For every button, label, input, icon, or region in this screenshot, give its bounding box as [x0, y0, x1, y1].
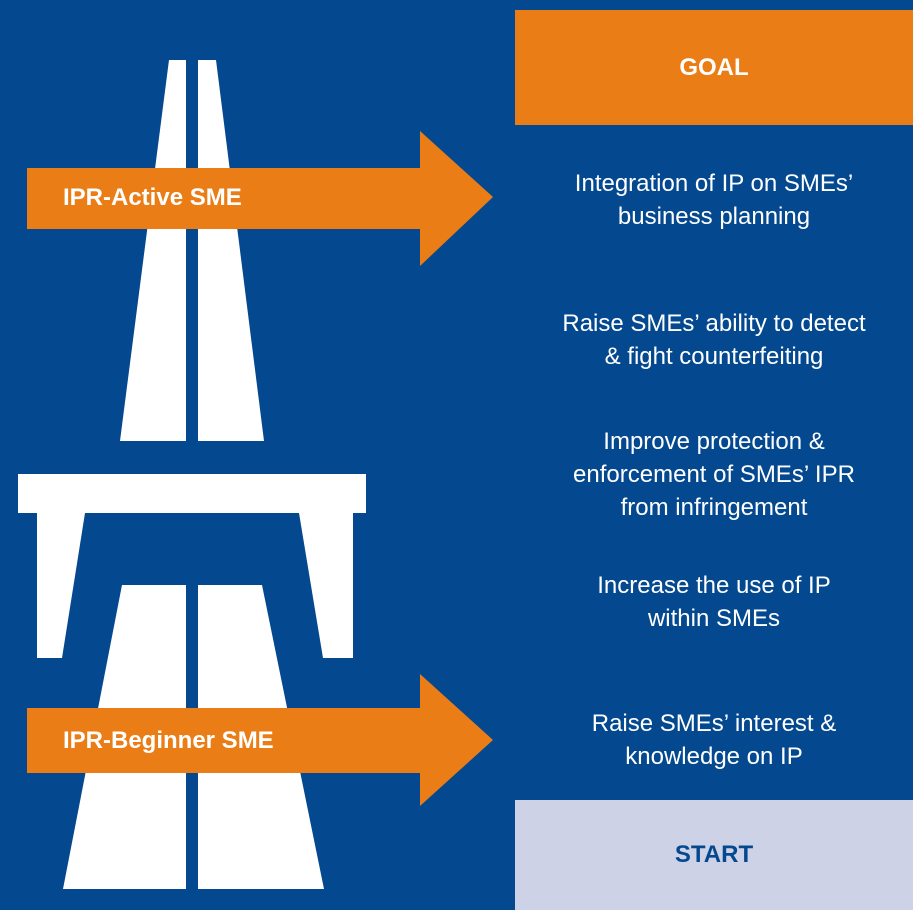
- step-counterfeiting: Raise SMEs’ ability to detect & fight co…: [562, 310, 866, 370]
- ipr-beginner-arrow: [27, 674, 493, 806]
- step-raise-interest: Raise SMEs’ interest & knowledge on IP: [591, 710, 837, 770]
- ipr-active-label: IPR-Active SME: [63, 184, 242, 211]
- step-enforcement: Improve protection & enforcement of SMEs…: [573, 428, 855, 521]
- upper-road-right-lane: [198, 60, 264, 441]
- step-increase-use: Increase the use of IP within SMEs: [597, 572, 831, 632]
- upper-road-left-lane: [120, 60, 186, 441]
- ipr-beginner-label: IPR-Beginner SME: [63, 727, 274, 754]
- start-box: START: [515, 800, 913, 910]
- step-integration: Integration of IP on SMEs’ business plan…: [574, 170, 854, 230]
- overpass-bridge: [18, 474, 366, 658]
- ipr-active-arrow: [27, 131, 493, 266]
- start-label: START: [674, 841, 754, 868]
- goal-box: GOAL: [515, 10, 913, 125]
- goal-label: GOAL: [679, 53, 749, 81]
